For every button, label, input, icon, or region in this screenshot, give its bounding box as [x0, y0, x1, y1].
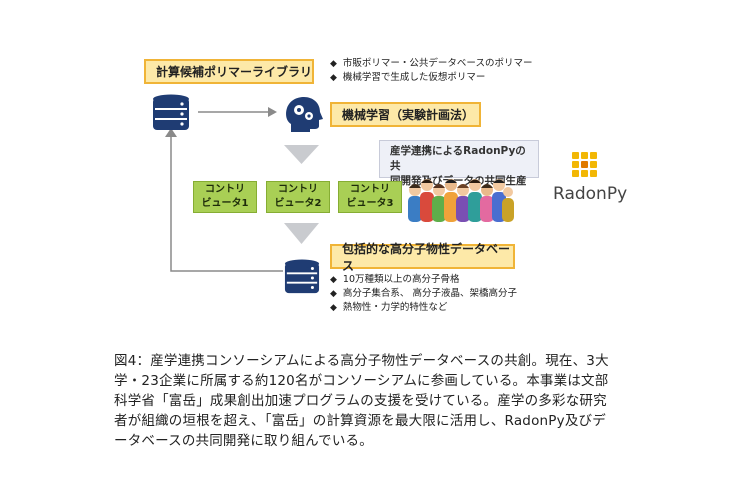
people-group-illustration — [408, 179, 514, 222]
down-arrow-1 — [284, 145, 319, 164]
contributor-box: コントリ ビュータ3 — [338, 181, 402, 213]
down-arrow-2 — [284, 223, 319, 244]
collaboration-box: 産学連携によるRadonPyの共 同開発及びデータの共同生産 — [379, 140, 539, 187]
ai-head-gears-icon — [286, 97, 323, 132]
polymer-database-title: 包括的な高分子物性データベース — [342, 241, 511, 273]
library-notes: 市販ポリマー・公共データベースのポリマー 機械学習で生成した仮想ポリマー — [330, 57, 533, 85]
library-note: 市販ポリマー・公共データベースのポリマー — [330, 57, 533, 71]
collaboration-line: 産学連携によるRadonPyの共 — [390, 145, 526, 172]
machine-learning-title: 機械学習（実験計画法） — [342, 108, 475, 122]
radonpy-logo-icon — [572, 152, 597, 177]
polymer-database-box: 包括的な高分子物性データベース — [330, 242, 515, 273]
radonpy-logo-text: RadonPy — [553, 184, 628, 204]
database-note: 熱物性・力学的特性など — [330, 301, 517, 315]
contributor-box: コントリ ビュータ1 — [193, 181, 257, 213]
database-note: 10万種類以上の高分子骨格 — [330, 273, 517, 287]
database-icon — [284, 259, 320, 294]
machine-learning-box: 機械学習（実験計画法） — [330, 102, 481, 127]
polymer-library-title: 計算候補ポリマーライブラリ — [156, 65, 313, 79]
contributor-box: コントリ ビュータ2 — [266, 181, 330, 213]
database-note: 高分子集合系、 高分子液晶、架橋高分子 — [330, 287, 517, 301]
database-icon — [153, 94, 189, 130]
polymer-library-box: 計算候補ポリマーライブラリ — [144, 59, 314, 84]
library-note: 機械学習で生成した仮想ポリマー — [330, 71, 532, 85]
figure-caption: 図4：産学連携コンソーシアムによる高分子物性データベースの共創。現在、3大 学・… — [114, 353, 609, 449]
database-notes: 10万種類以上の高分子骨格 高分子集合系、 高分子液晶、架橋高分子 熱物性・力学… — [330, 273, 517, 315]
